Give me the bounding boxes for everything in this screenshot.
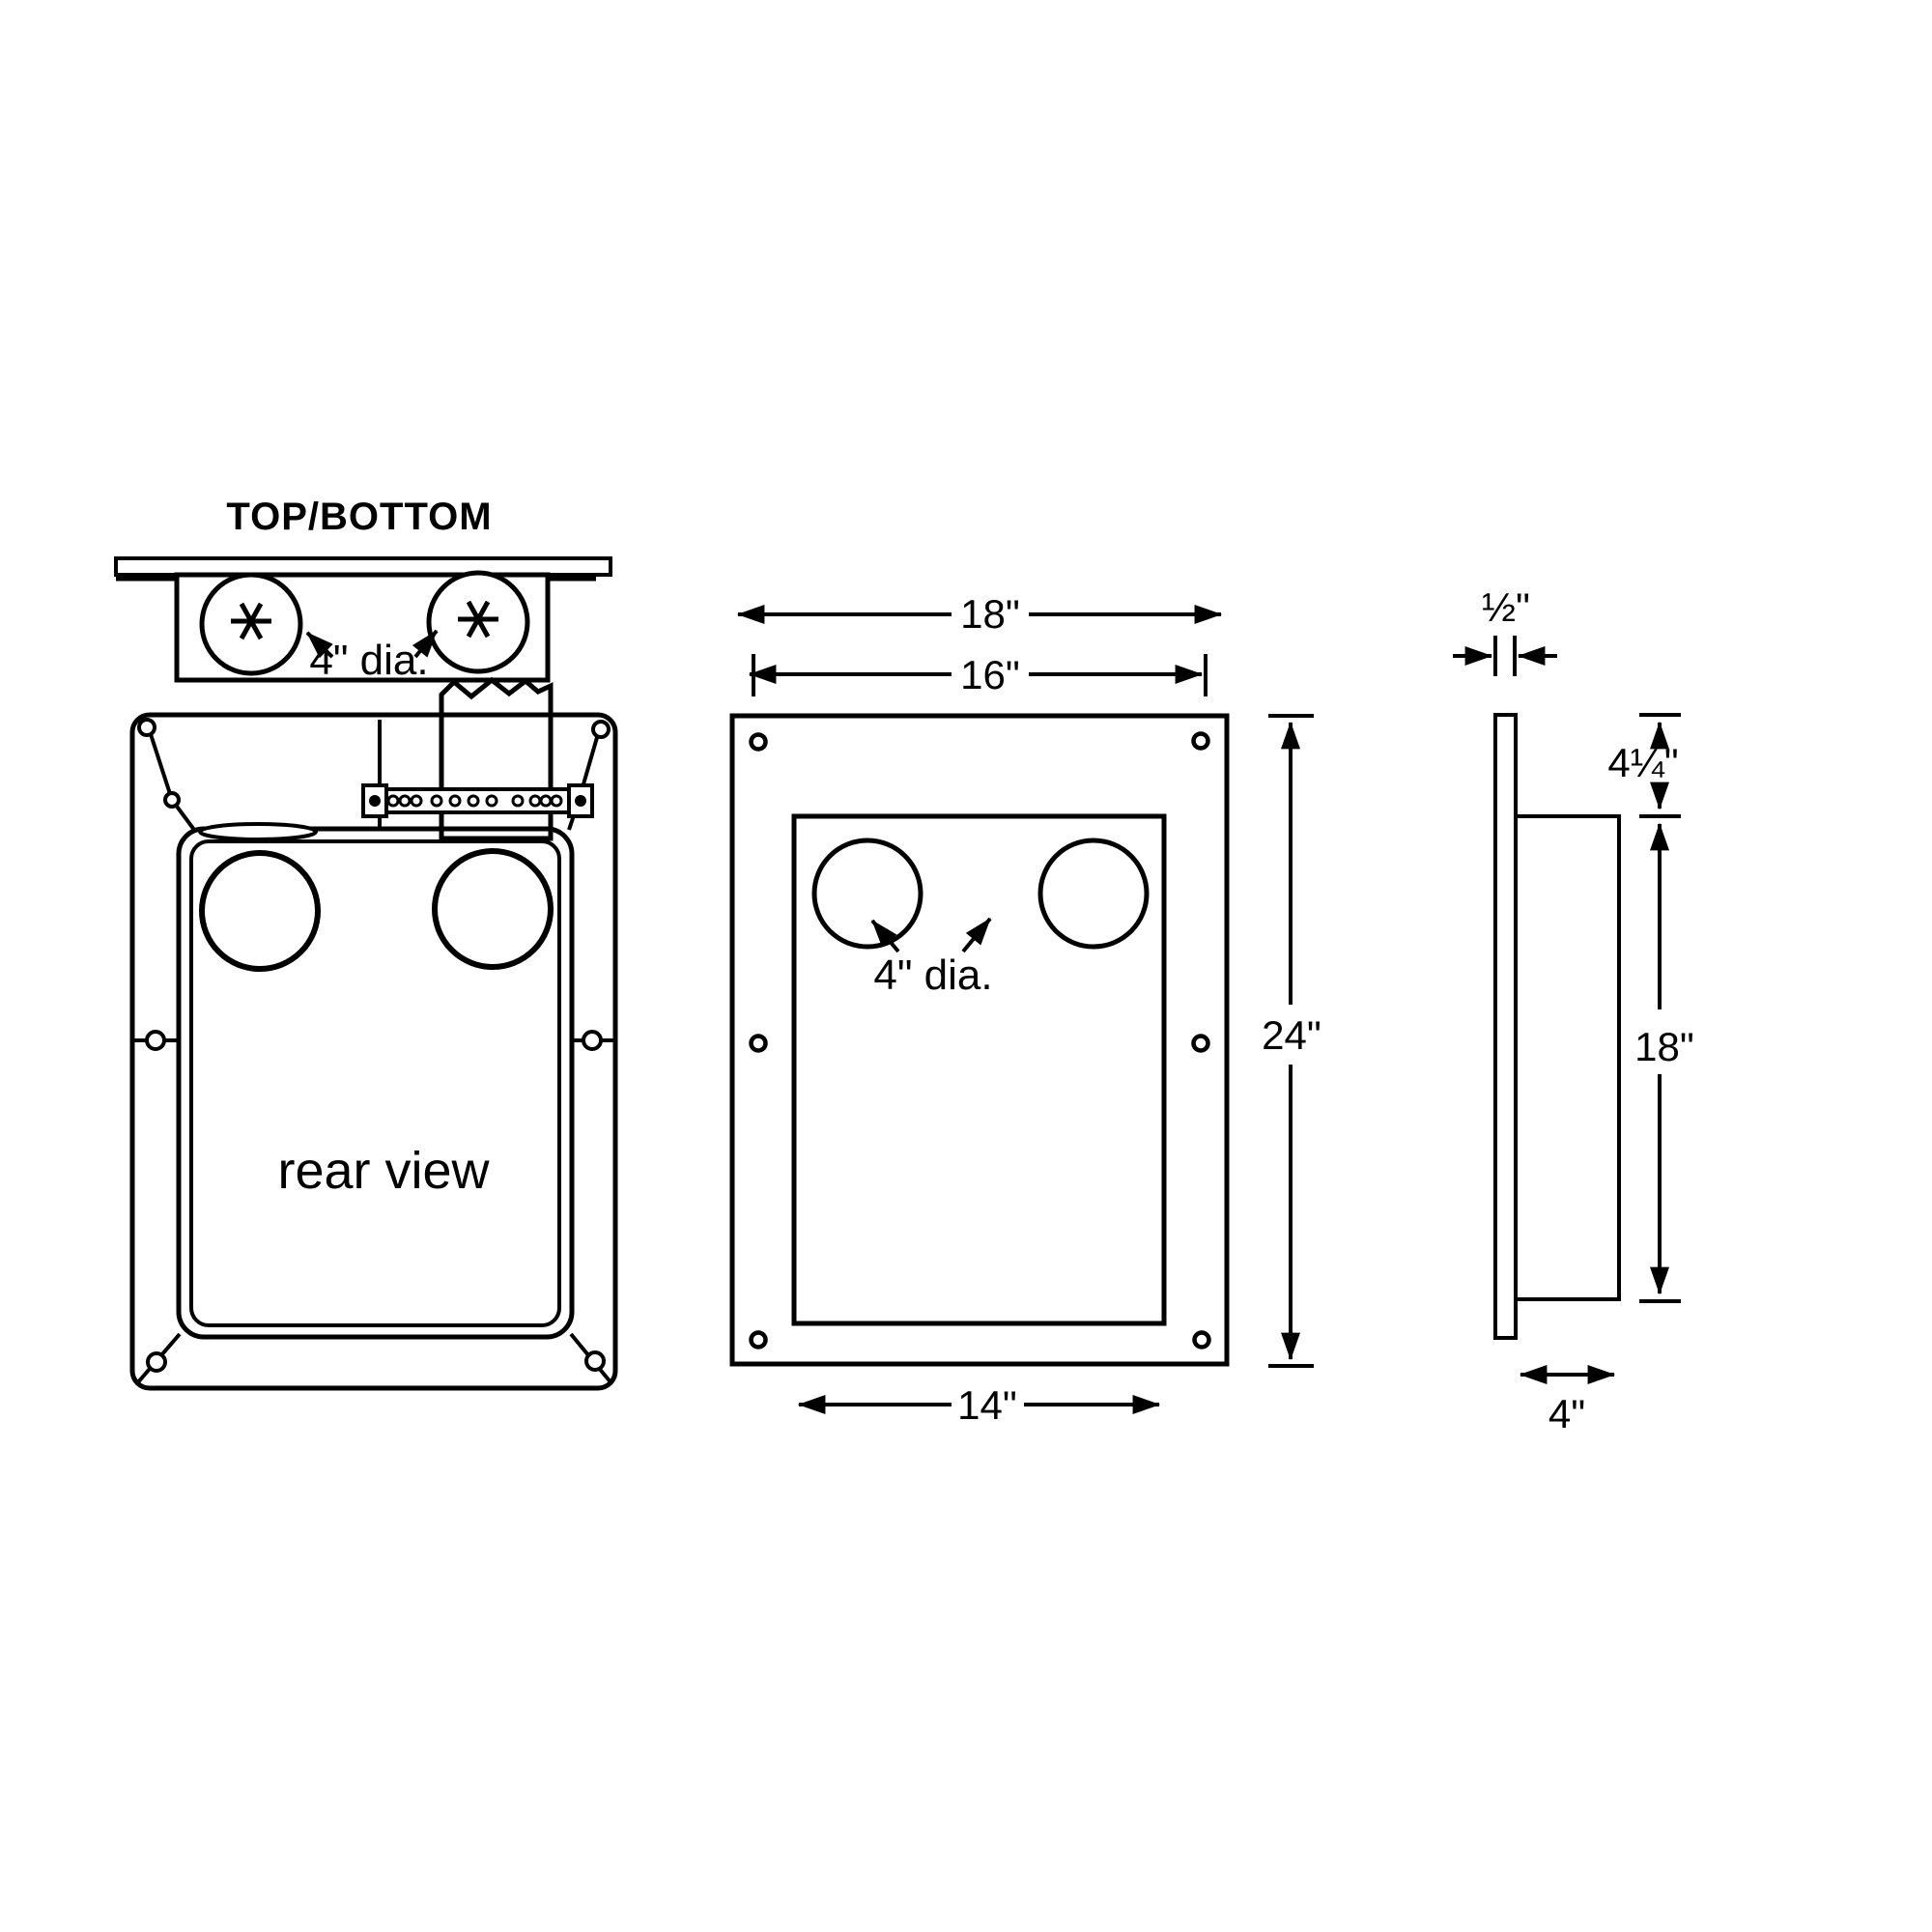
dim-flange-thickness: ½" (1453, 584, 1557, 676)
screw-hole (749, 1034, 768, 1053)
corner-fastener-top-right (591, 720, 611, 739)
leader-arrow-right (412, 629, 439, 659)
asterisk-icon (458, 600, 498, 639)
leader-arrow-left (870, 919, 900, 953)
rear-view-left-hole (199, 850, 321, 972)
strap-rivet-right (575, 795, 586, 807)
top-view-flange-plate (114, 556, 612, 577)
front-view-left-hole (811, 838, 923, 950)
dim-box-depth: 4" (1519, 1365, 1616, 1436)
dim-overall-height: 24" (1262, 714, 1321, 1368)
corner-fastener-bottom-left (146, 1351, 167, 1373)
strap-hole (448, 794, 462, 808)
dim-flange-thickness-label: ½" (1482, 584, 1530, 630)
top-bottom-view: TOP/BOTTOM 4" dia. (114, 496, 612, 684)
strap-hole (386, 794, 400, 808)
rear-view-dish (198, 822, 318, 841)
dim-top-offset-label: 4¼" (1607, 740, 1678, 785)
wire-joint-fastener (163, 791, 181, 809)
front-view-hole-diameter-label: 4" dia. (873, 952, 992, 999)
strap-hole (430, 794, 443, 808)
dim-inner-width-label: 16" (960, 652, 1020, 697)
top-view-hole-diameter-label: 4" dia. (309, 637, 428, 684)
asterisk-icon (231, 602, 271, 640)
strap-hole (511, 794, 525, 808)
dim-overall-width-label: 18" (960, 591, 1020, 637)
front-screw-holes (749, 731, 1211, 1350)
dim-overall-height-label: 24" (1262, 1012, 1321, 1058)
screw-hole (749, 1330, 768, 1350)
leader-arrow-left (305, 631, 334, 659)
side-view-box (1514, 814, 1621, 1301)
dim-box-height-label: 18" (1634, 1024, 1694, 1069)
dim-box-height: 18" (1634, 822, 1694, 1303)
dim-opening-width: 14" (797, 1382, 1161, 1428)
screw-hole (1192, 1330, 1211, 1350)
duct (439, 676, 554, 841)
screw-hole (749, 732, 768, 752)
dim-top-offset: 4¼" (1607, 713, 1681, 818)
top-view-title: TOP/BOTTOM (226, 496, 492, 538)
screw-hole (1191, 731, 1210, 751)
strap-hole (485, 794, 498, 808)
corner-fastener-bottom-right (584, 1350, 606, 1372)
strap-hole (528, 794, 542, 808)
rear-view: rear view (129, 676, 618, 1391)
strap-hole (467, 794, 480, 808)
strap-hole (398, 794, 412, 808)
front-view: 18" 16" 4" dia. (729, 591, 1321, 1428)
screw-hole (1191, 1034, 1210, 1053)
strap-hole (539, 794, 553, 808)
latch-fastener-left (145, 1030, 166, 1051)
leader-arrow-right (961, 917, 992, 953)
rear-view-caption: rear view (277, 1142, 490, 1200)
dim-overall-width: 18" (736, 591, 1223, 637)
dim-opening-width-label: 14" (957, 1382, 1017, 1428)
corner-fastener-top-left (137, 718, 156, 737)
dim-box-depth-label: 4" (1548, 1391, 1585, 1436)
front-view-right-hole (1037, 838, 1150, 950)
mounting-strap (361, 783, 594, 818)
strap-hole (550, 794, 563, 808)
strap-rivet-left (369, 795, 381, 807)
strap-hole (410, 794, 423, 808)
dim-inner-width: 16" (748, 652, 1208, 697)
side-view: ½" 4¼" 18" 4" (1453, 584, 1694, 1436)
strap-holes (386, 794, 563, 808)
rear-view-right-hole (432, 848, 554, 970)
latch-fastener-right (582, 1030, 603, 1051)
side-view-panel (1493, 713, 1518, 1340)
